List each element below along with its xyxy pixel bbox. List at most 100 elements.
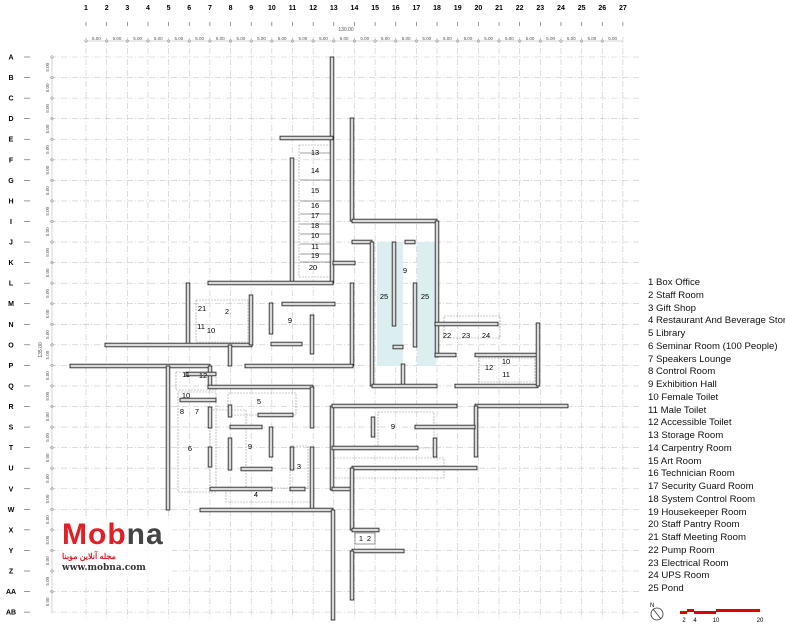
dimension-node [50, 343, 54, 347]
dimension-label: 5.00 [45, 453, 50, 462]
legend-item: 23 Electrical Room [648, 557, 729, 569]
dimension-node [187, 39, 191, 43]
dimension-label: 5.00 [443, 36, 452, 41]
room-number-label: 2 [225, 307, 229, 316]
dimension-node [50, 219, 54, 224]
dimension-node [600, 39, 604, 43]
logo-brand: Mobna [62, 520, 172, 550]
row-label: H [8, 198, 13, 205]
wall [270, 341, 303, 347]
room-number-label: 12 [199, 371, 207, 380]
wall [330, 509, 336, 621]
legend-item: 4 Restaurant And Beverage Store [648, 315, 785, 327]
dimension-label: 5.00 [402, 36, 411, 41]
dimension-node [518, 39, 522, 43]
dimension-label: 5.00 [113, 36, 122, 41]
legend-item: 10 Female Toilet [648, 391, 719, 403]
scale-bar-tick: 2 [682, 618, 686, 624]
dimension-label: 5.00 [45, 576, 50, 585]
wall [370, 416, 376, 438]
dimension-node [84, 39, 88, 43]
dimension-label: 5.00 [45, 556, 50, 565]
wall [207, 365, 213, 388]
room-number-label: 3 [297, 462, 301, 471]
dimension-node [50, 548, 54, 552]
legend-item: 11 Male Toilet [648, 404, 707, 416]
legend-item: 17 Security Guard Room [648, 481, 754, 492]
dimension-node [580, 39, 584, 43]
room-outline [195, 299, 249, 343]
dimension-node [352, 39, 357, 43]
row-label: K [8, 260, 13, 267]
wall [392, 344, 404, 350]
watermark-logo: Mobna مجله آنلاین موبنا www.mobna.com [62, 520, 172, 580]
dimension-label: 5.00 [505, 36, 514, 41]
dimension-node [208, 39, 212, 43]
wall [454, 383, 539, 389]
legend-item: 8 Control Room [648, 366, 716, 378]
wall [473, 405, 479, 458]
wall [185, 282, 191, 346]
dimension-label: 5.00 [45, 62, 50, 71]
total-height-label: 135.00 [38, 342, 44, 358]
logo-subtitle: مجله آنلاین موبنا [62, 552, 116, 561]
room-number-label: 2 [367, 534, 371, 543]
dimension-node [50, 96, 54, 100]
scale-bar-tick: 10 [713, 618, 720, 624]
dimension-label: 5.00 [381, 36, 390, 41]
dimension-node [50, 76, 54, 80]
room-number-label: 9 [391, 422, 395, 431]
wall [229, 424, 263, 430]
column-label: 1 [84, 5, 88, 12]
wall [369, 241, 375, 387]
dimension-label: 5.00 [45, 268, 50, 277]
wall [289, 486, 306, 492]
column-label: 6 [187, 5, 191, 12]
row-label: U [8, 466, 13, 473]
room-number-label: 11 [502, 370, 510, 379]
row-label: X [9, 527, 14, 534]
dimension-node [50, 302, 54, 306]
wall [404, 239, 416, 245]
walls [69, 56, 569, 621]
logo-url: www.mobna.com [62, 563, 146, 573]
dimension-node [50, 425, 54, 429]
dimension-node [50, 199, 54, 203]
dimension-label: 5.00 [45, 494, 50, 503]
dimension-node [125, 39, 129, 43]
dimension-label: 5.00 [236, 36, 245, 41]
legend-item: 5 Library [648, 328, 686, 339]
legend-item: 13 Storage Room [648, 430, 724, 441]
legend-item: 7 Speakers Lounge [648, 353, 732, 365]
wall [244, 363, 354, 369]
dimension-node [50, 404, 54, 409]
column-label: 8 [229, 5, 233, 12]
wall [207, 280, 334, 286]
dimension-node [290, 39, 295, 43]
dimension-label: 5.00 [319, 36, 328, 41]
column-label: 9 [249, 5, 253, 12]
room-number-label: 6 [188, 444, 192, 453]
scale-bar-segment [687, 609, 694, 612]
wall [268, 302, 274, 335]
row-label: P [9, 363, 14, 370]
row-label: R [8, 404, 13, 411]
wall [179, 397, 217, 403]
room-number-label: 14 [311, 166, 319, 175]
dimension-node [50, 528, 54, 532]
row-label: I [10, 219, 12, 226]
column-label: 21 [495, 5, 503, 12]
dimension-node [311, 39, 315, 43]
legend-item: 18 System Control Room [648, 493, 756, 505]
dimension-node [538, 39, 542, 43]
legend-item: 12 Accessible Toilet [648, 417, 732, 429]
room-outline [354, 532, 376, 545]
dimension-node [50, 363, 54, 367]
dimension-node [559, 39, 563, 43]
row-label: E [9, 137, 14, 144]
column-label: 23 [536, 5, 544, 12]
wall [349, 117, 355, 222]
column-label: 14 [351, 5, 359, 12]
